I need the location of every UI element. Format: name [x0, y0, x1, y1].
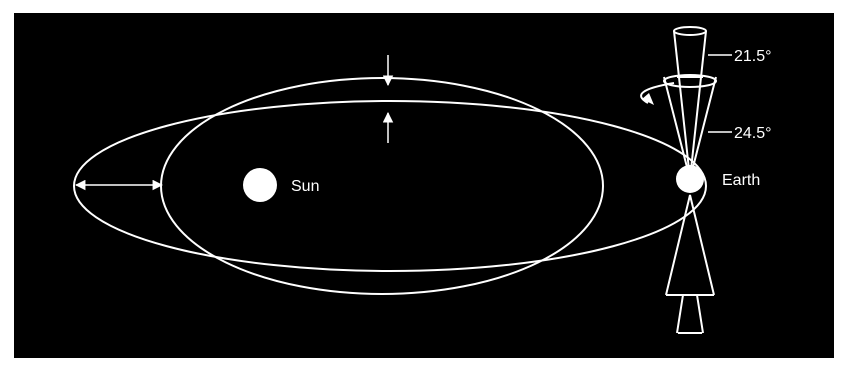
diagram-canvas: Sun Earth 21.5°: [14, 13, 834, 358]
earth-label: Earth: [722, 172, 760, 189]
earth-body: [676, 165, 704, 193]
eccentric-orbit: [74, 101, 706, 271]
tilt-max-label: 24.5°: [734, 125, 772, 142]
sun-label: Sun: [291, 178, 319, 195]
rotation-arrow-icon: [642, 93, 654, 105]
sun-body: [243, 168, 277, 202]
tilt-min-label: 21.5°: [734, 48, 772, 65]
orbital-variations-diagram: Sun Earth 21.5°: [14, 13, 834, 358]
